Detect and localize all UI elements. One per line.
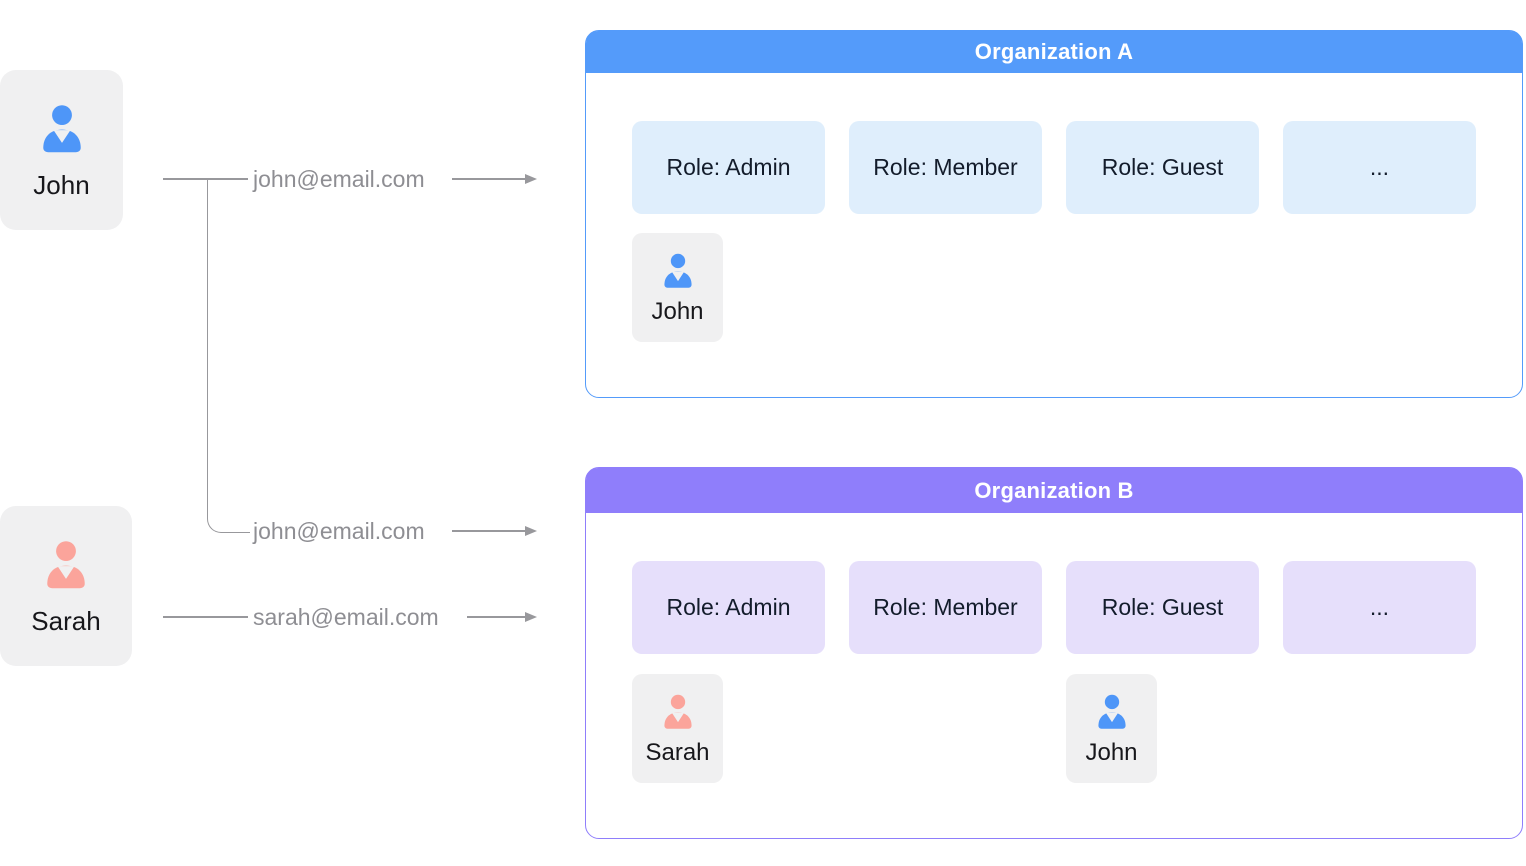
arrow-line	[467, 616, 526, 618]
arrow-line	[452, 530, 526, 532]
person-icon	[1097, 694, 1126, 729]
org-title: Organization A	[974, 39, 1134, 64]
email-label-sarah-org-b: sarah@email.com	[253, 604, 439, 630]
member-name: John	[1085, 738, 1138, 766]
role-chip-admin: Role: Admin	[632, 561, 825, 654]
org-header: Organization B	[586, 468, 1522, 513]
member-card-sarah: Sarah	[632, 674, 723, 783]
connector-branch-line	[207, 179, 250, 533]
role-chip-admin: Role: Admin	[632, 121, 825, 214]
member-card-john: John	[632, 233, 723, 342]
user-name: John	[33, 169, 90, 200]
email-label-john-org-a: john@email.com	[253, 166, 425, 192]
connector-line-john	[163, 178, 248, 180]
arrow-icon	[525, 174, 537, 184]
role-chip-ellipsis: ...	[1283, 561, 1476, 654]
arrow-line	[452, 178, 526, 180]
member-card-john: John	[1066, 674, 1157, 783]
person-icon	[663, 253, 692, 288]
org-box-a: Organization A Role: Admin Role: Member …	[585, 30, 1523, 398]
member-name: Sarah	[645, 738, 710, 766]
org-header: Organization A	[586, 31, 1522, 73]
person-icon	[47, 540, 85, 588]
member-name: John	[651, 297, 704, 325]
role-chip-ellipsis: ...	[1283, 121, 1476, 214]
role-chip-guest: Role: Guest	[1066, 121, 1259, 214]
arrow-icon	[525, 612, 537, 622]
user-card-john: John	[0, 70, 123, 230]
person-icon	[663, 694, 692, 729]
connector-line-sarah	[163, 616, 248, 618]
role-chip-member: Role: Member	[849, 121, 1042, 214]
org-title: Organization B	[974, 477, 1134, 503]
role-chip-member: Role: Member	[849, 561, 1042, 654]
role-chip-guest: Role: Guest	[1066, 561, 1259, 654]
org-box-b: Organization B Role: Admin Role: Member …	[585, 467, 1523, 839]
arrow-icon	[525, 526, 537, 536]
person-icon	[42, 104, 81, 152]
user-name: Sarah	[31, 605, 101, 636]
user-card-sarah: Sarah	[0, 506, 132, 666]
email-label-john-org-b: john@email.com	[253, 518, 425, 544]
